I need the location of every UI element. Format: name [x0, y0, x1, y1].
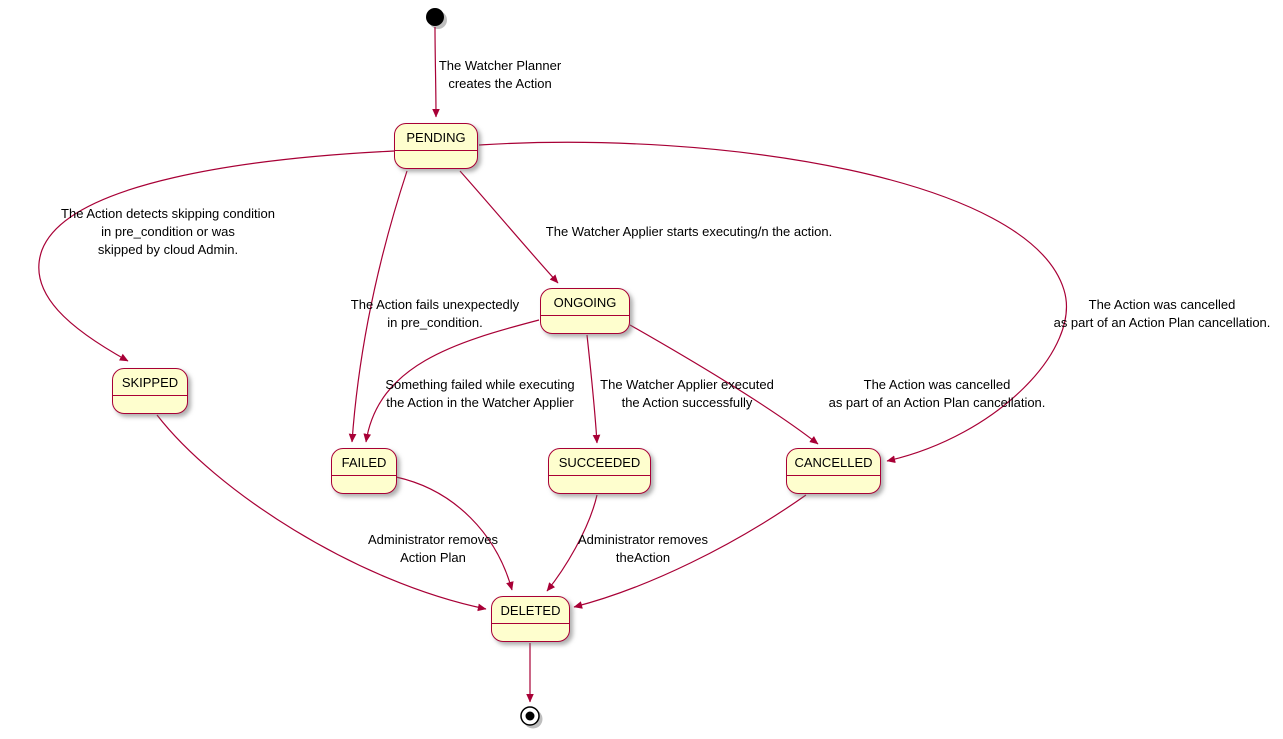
state-deleted: DELETED: [491, 596, 570, 642]
label-pending-ongoing: The Watcher Applier starts executing/n t…: [545, 224, 833, 239]
edge-failed-deleted: [395, 476, 514, 591]
edge-ongoing-succeeded: [586, 334, 601, 444]
edge-start-pending: [432, 26, 440, 118]
edge-pending-cancelled: [478, 141, 1067, 463]
edge-pending-ongoing: [459, 170, 559, 284]
label-ongoing-cancelled: The Action was cancelled as part of an A…: [828, 377, 1046, 410]
label-pending-cancelled: The Action was cancelled as part of an A…: [1053, 297, 1271, 330]
edge-cancelled-deleted: [573, 494, 807, 609]
label-start-pending: The Watcher Planner creates the Action: [438, 58, 562, 91]
edge-pending-skipped: [38, 150, 395, 362]
edge-skipped-deleted: [156, 414, 487, 612]
state-failed: FAILED: [331, 448, 397, 494]
state-succeeded-body: [549, 476, 650, 492]
edge-pending-failed: [348, 170, 408, 443]
state-skipped-body: [113, 396, 187, 412]
state-cancelled: CANCELLED: [786, 448, 881, 494]
state-deleted-label: DELETED: [492, 597, 569, 624]
label-ongoing-succeeded: The Watcher Applier executed the Action …: [600, 377, 774, 410]
state-ongoing-label: ONGOING: [541, 289, 629, 316]
edge-succeeded-deleted: [546, 494, 598, 592]
label-pending-failed: The Action fails unexpectedly in pre_con…: [350, 297, 520, 330]
state-pending: PENDING: [394, 123, 478, 169]
state-pending-body: [395, 151, 477, 167]
state-pending-label: PENDING: [395, 124, 477, 151]
label-failed-deleted: Administrator removes Action Plan: [367, 532, 499, 565]
label-ongoing-failed: Something failed while executing the Act…: [385, 377, 575, 410]
state-skipped-label: SKIPPED: [113, 369, 187, 396]
state-failed-label: FAILED: [332, 449, 396, 476]
state-succeeded-label: SUCCEEDED: [549, 449, 650, 476]
state-deleted-body: [492, 624, 569, 640]
edge-ongoing-failed: [363, 319, 540, 443]
final-state-inner: [525, 711, 535, 721]
state-cancelled-body: [787, 476, 880, 492]
edge-ongoing-cancelled: [629, 324, 819, 445]
state-skipped: SKIPPED: [112, 368, 188, 414]
state-succeeded: SUCCEEDED: [548, 448, 651, 494]
state-failed-body: [332, 476, 396, 492]
label-pending-skipped: The Action detects skipping condition in…: [61, 206, 275, 257]
state-cancelled-label: CANCELLED: [787, 449, 880, 476]
state-ongoing-body: [541, 316, 629, 332]
state-ongoing: ONGOING: [540, 288, 630, 334]
initial-state: [426, 8, 444, 26]
label-succeeded-deleted: Administrator removes theAction: [577, 532, 709, 565]
